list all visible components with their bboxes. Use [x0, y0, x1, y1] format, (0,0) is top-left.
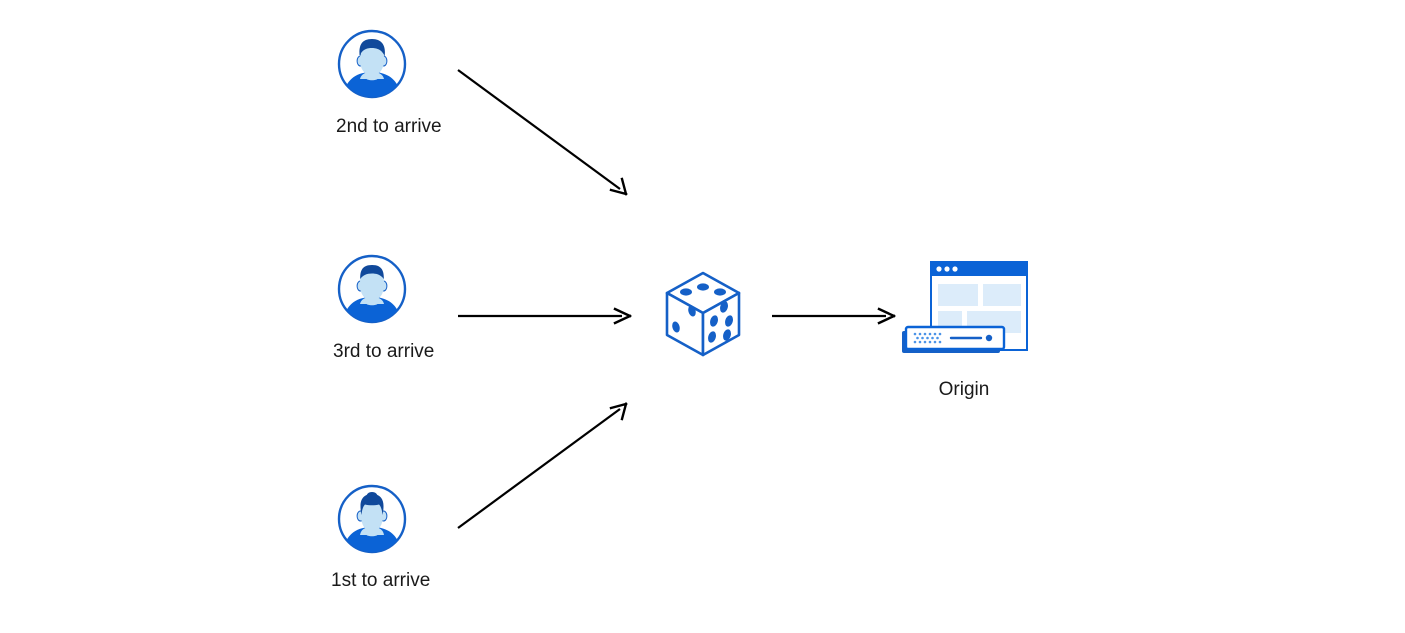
- connector-2nd-to-dice: [457, 69, 628, 196]
- connector-3rd-to-dice: [458, 307, 632, 325]
- connector-1st-to-dice: [457, 402, 628, 529]
- user-avatar-icon: [336, 483, 408, 555]
- node-label-client-2nd: 2nd to arrive: [336, 116, 442, 137]
- node-label-client-3rd: 3rd to arrive: [333, 341, 435, 362]
- node-label-client-1st: 1st to arrive: [331, 570, 431, 591]
- node-label-origin: Origin: [938, 379, 990, 400]
- dice-icon: [661, 269, 745, 361]
- server-device-icon: [902, 325, 1006, 353]
- connector-dice-to-origin: [772, 307, 896, 325]
- origin-server-icon: [893, 258, 1035, 370]
- user-avatar-icon: [336, 253, 408, 325]
- user-avatar-icon: [336, 28, 408, 100]
